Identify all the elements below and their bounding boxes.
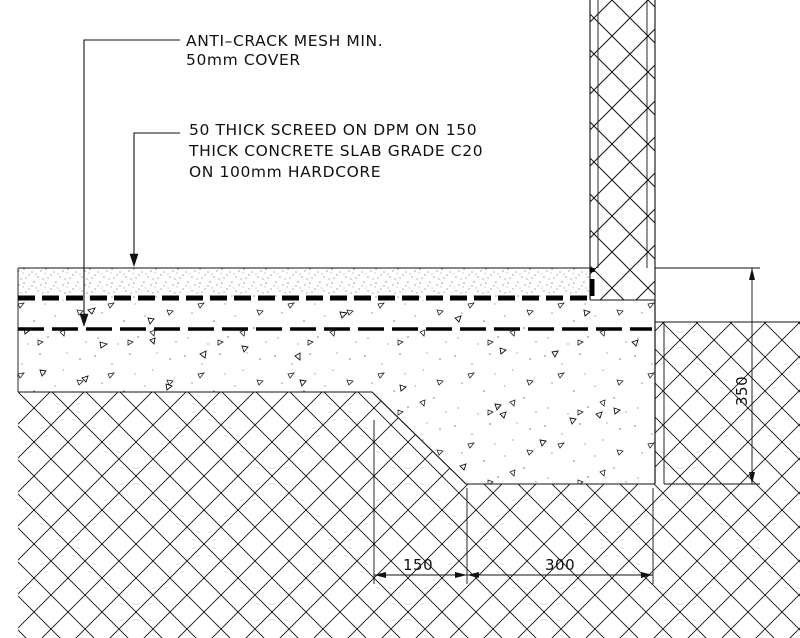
- dimension-horizontal: [373, 420, 654, 584]
- slab-label-line-2: THICK CONCRETE SLAB GRADE C20: [188, 142, 483, 160]
- dimension-150: 150: [403, 556, 433, 574]
- slab-label-line-3: ON 100mm HARDCORE: [189, 163, 381, 181]
- aggregate-marks: [23, 307, 639, 471]
- dimension-vertical: [660, 267, 760, 485]
- screed-leader: [129, 132, 180, 267]
- ground-hatch: [18, 322, 800, 638]
- mesh-label-line-1: ANTI–CRACK MESH MIN.: [186, 32, 383, 50]
- brick-wall: [589, 0, 656, 300]
- mesh-label-line-2: 50mm COVER: [186, 51, 301, 69]
- dimension-350: 350: [733, 376, 751, 406]
- mesh-leader: [79, 39, 180, 327]
- slab-label-line-1: 50 THICK SCREED ON DPM ON 150: [189, 121, 477, 139]
- screed-layer: [18, 267, 760, 298]
- dimension-300: 300: [545, 556, 575, 574]
- foundation-outline: [590, 299, 800, 484]
